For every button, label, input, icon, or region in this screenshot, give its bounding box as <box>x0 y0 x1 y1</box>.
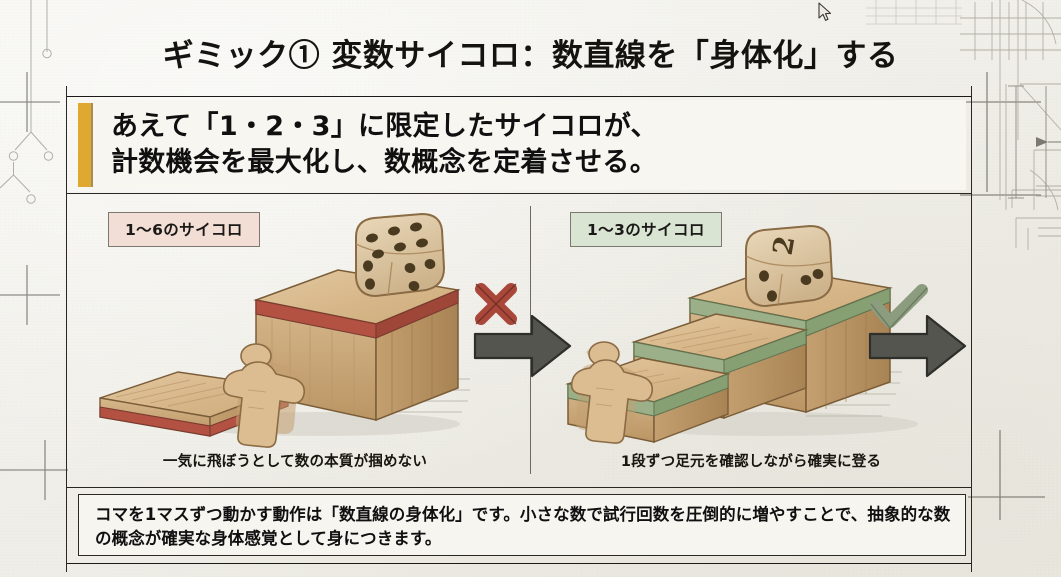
panel-bad-example: 1〜6のサイコロ <box>70 198 520 484</box>
caption-left: 一気に飛ぼうとして数の本質が掴めない <box>162 454 428 470</box>
chip-dice-range-left: 1〜6のサイコロ <box>108 212 260 247</box>
headline-accent-edge <box>91 103 93 187</box>
frame-tick-right <box>971 86 972 572</box>
frame-rule-top <box>66 96 972 97</box>
frame-rule-cap <box>66 487 972 488</box>
frame-tick-left <box>66 86 67 572</box>
die-face-numeral: 2 <box>768 234 802 258</box>
illustration-big-jump <box>99 212 470 448</box>
panel-divider <box>530 206 531 474</box>
meeple-left <box>222 343 306 448</box>
meeple-right <box>570 341 654 444</box>
headline-text: あえて「1・2・3」に限定したサイコロが、 計数機会を最大化し、数概念を定着させ… <box>111 109 658 181</box>
illustration-step-by-step: 2 <box>565 224 918 444</box>
headline-accent-bar <box>78 103 91 187</box>
caption-right: 1段ずつ足元を確認しながら確実に登る <box>620 454 882 470</box>
panel-good-example: 1〜3のサイコロ <box>532 198 970 484</box>
summary-text: コマを1マスずつ動かす動作は「数直線の身体化」です。小さな数で試行回数を圧倒的に… <box>95 505 951 548</box>
summary-box: コマを1マスずつ動かす動作は「数直線の身体化」です。小さな数で試行回数を圧倒的に… <box>78 494 966 556</box>
die-left <box>355 212 446 298</box>
headline-line-2: 計数機会を最大化し、数概念を定着させる。 <box>111 147 657 178</box>
mouse-cursor-icon <box>818 2 832 21</box>
chip-dice-range-right: 1〜3のサイコロ <box>570 212 722 247</box>
die-right: 2 <box>745 224 834 308</box>
page-title: ギミック① 変数サイコロ：数直線を「身体化」する <box>162 38 899 74</box>
frame-rule-mid <box>66 193 972 194</box>
comparison-panels: 1〜6のサイコロ <box>70 198 970 484</box>
headline-band: あえて「1・2・3」に限定したサイコロが、 計数機会を最大化し、数概念を定着させ… <box>78 100 966 190</box>
headline-line-1: あえて「1・2・3」に限定したサイコロが、 <box>111 110 658 142</box>
frame-rule-bottom <box>66 563 972 564</box>
